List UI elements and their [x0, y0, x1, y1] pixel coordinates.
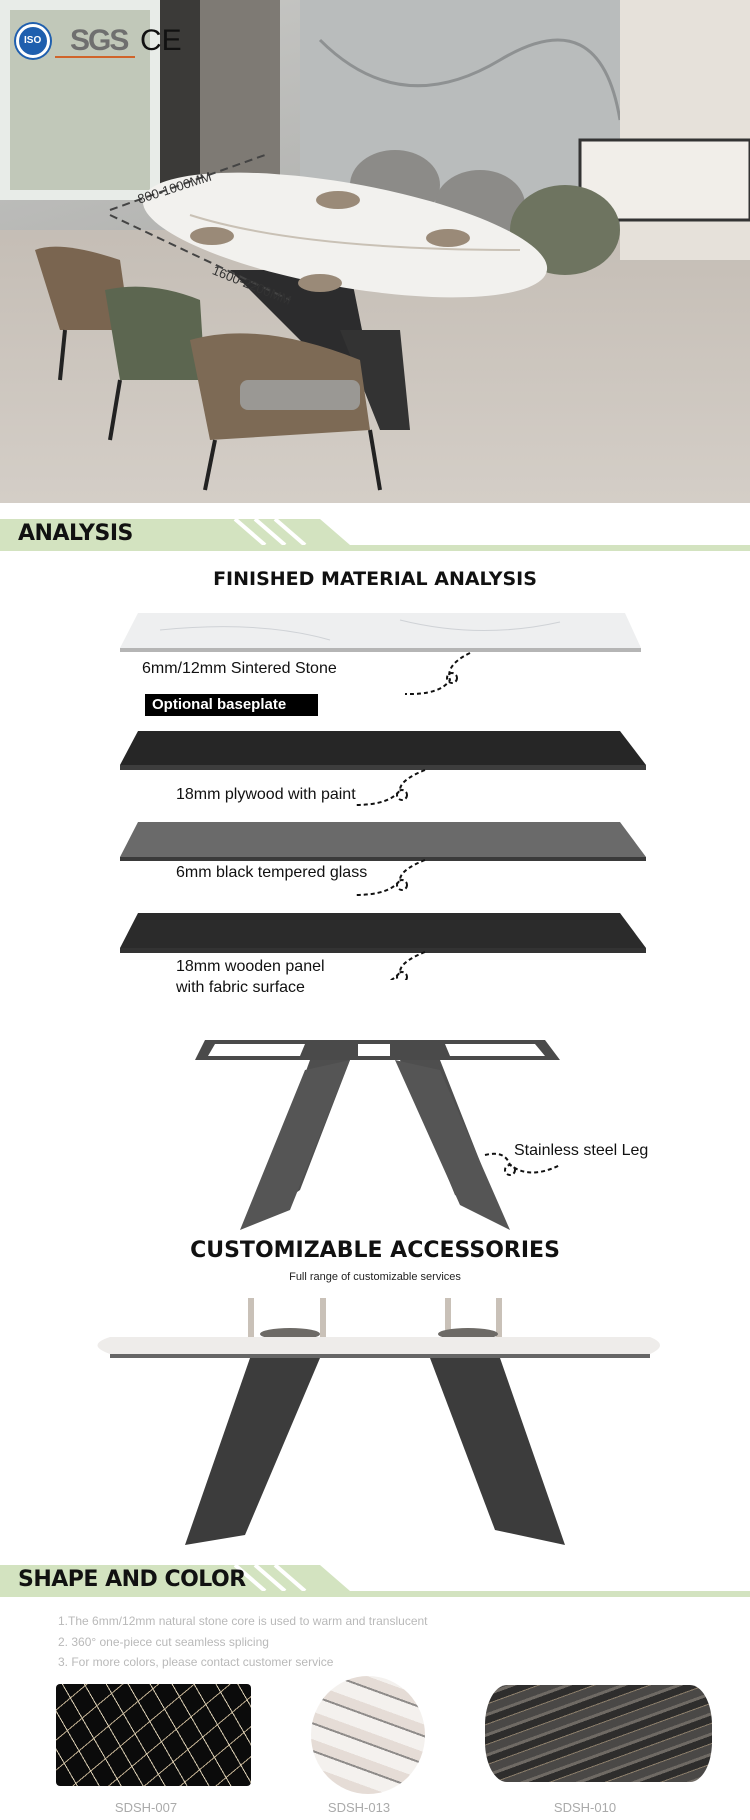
optional-baseplate-text: Optional baseplate — [152, 696, 287, 713]
shape-note-2: 2. 360° one-piece cut seamless splicing — [58, 1635, 269, 1649]
fabric-layer — [120, 913, 646, 953]
sintered-stone-layer — [120, 613, 641, 652]
dining-room-illustration — [0, 0, 750, 503]
glass-icons — [248, 1298, 502, 1338]
shape-section-header: SHAPE AND COLOR — [0, 1565, 750, 1597]
steel-leg-frame — [195, 1040, 561, 1230]
shape-section-title: SHAPE AND COLOR — [18, 1567, 246, 1592]
swatch-code-2: SDSH-013 — [327, 1800, 391, 1815]
swatch-sdsh-010[interactable] — [485, 1685, 712, 1782]
finished-material-heading: FINISHED MATERIAL ANALYSIS — [213, 568, 537, 590]
table-side-view — [97, 1298, 660, 1545]
sgs-underline — [55, 56, 135, 58]
swatch-code-3: SDSH-010 — [553, 1800, 617, 1815]
leg-label: Stainless steel Leg — [514, 1142, 649, 1159]
accessories-subtitle: Full range of customizable services — [289, 1271, 461, 1283]
layer-label-glass: 6mm black tempered glass — [176, 864, 368, 881]
swatch-sdsh-013[interactable] — [311, 1676, 425, 1794]
layer-label-fabric-2: with fabric surface — [176, 979, 305, 996]
shape-note-3: 3. For more colors, please contact custo… — [58, 1655, 334, 1669]
layer-label-stone: 6mm/12mm Sintered Stone — [142, 660, 337, 677]
ce-mark: CE — [140, 24, 182, 57]
material-layers-diagram — [120, 613, 646, 980]
glass-layer — [120, 822, 646, 861]
swatch-code-1: SDSH-007 — [114, 1800, 178, 1815]
plywood-layer — [120, 731, 646, 770]
optional-baseplate-badge: Optional baseplate — [145, 694, 318, 716]
iso-label: ISO — [24, 35, 42, 46]
layer-label-plywood: 18mm plywood with paint — [176, 786, 356, 803]
iso-certification-icon: ISO — [16, 24, 50, 58]
hero-product-photo: ISO SGS CE 800-1000MM 1600-2200MM — [0, 0, 750, 503]
analysis-section-header: ANALYSIS — [0, 519, 750, 551]
analysis-section-title: ANALYSIS — [18, 521, 133, 546]
shape-note-1: 1.The 6mm/12mm natural stone core is use… — [58, 1614, 428, 1628]
swatch-sdsh-007[interactable] — [56, 1684, 251, 1786]
customizable-accessories-heading: CUSTOMIZABLE ACCESSORIES — [190, 1238, 560, 1263]
arrow-icon — [484, 1152, 561, 1176]
sgs-logo: SGS — [70, 24, 129, 57]
arrow-icons — [354, 652, 471, 980]
layer-label-fabric: 18mm wooden panel — [176, 958, 325, 975]
